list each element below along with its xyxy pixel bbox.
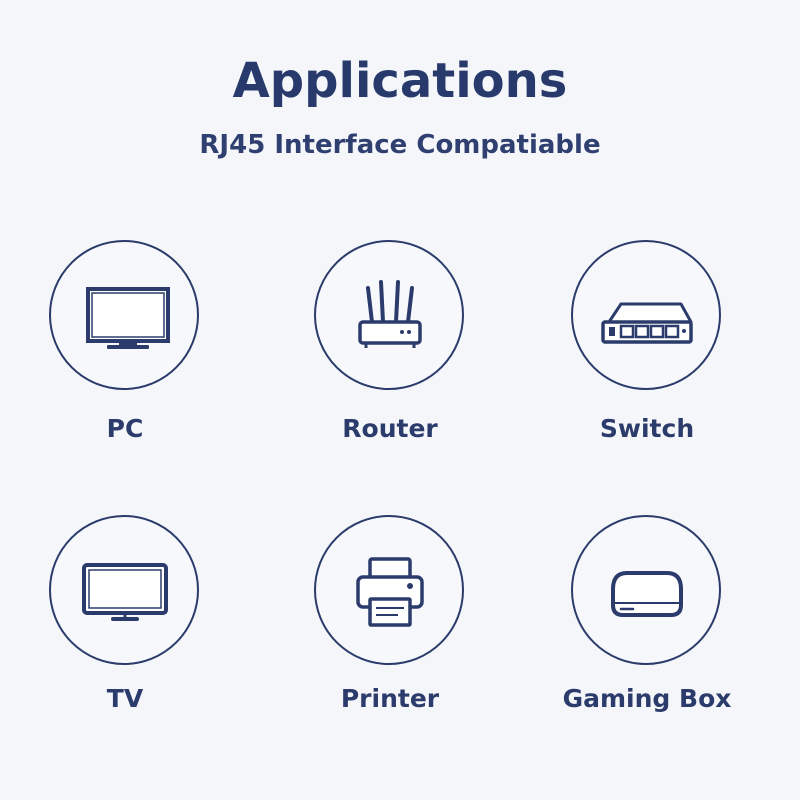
application-label: Gaming Box xyxy=(562,684,732,713)
router-icon xyxy=(358,280,422,348)
application-item-router: Router xyxy=(270,240,510,460)
application-label: PC xyxy=(106,414,144,443)
monitor-icon xyxy=(86,287,170,349)
application-item-tv: TV xyxy=(5,515,245,735)
gaming-box-icon xyxy=(611,571,683,617)
icon-circle xyxy=(49,240,199,390)
application-label: Switch xyxy=(599,414,695,443)
network-switch-icon xyxy=(601,302,693,344)
icon-circle xyxy=(314,515,464,665)
application-item-printer: Printer xyxy=(270,515,510,735)
printer-icon xyxy=(356,557,424,627)
application-label: Printer xyxy=(340,684,440,713)
application-item-gaming-box: Gaming Box xyxy=(527,515,767,735)
application-label: TV xyxy=(106,684,144,713)
application-label: Router xyxy=(342,414,438,443)
application-item-pc: PC xyxy=(5,240,245,460)
icon-circle xyxy=(571,240,721,390)
page-subtitle: RJ45 Interface Compatiable xyxy=(199,130,601,160)
icon-circle xyxy=(314,240,464,390)
page-title: Applications xyxy=(232,53,568,109)
application-item-switch: Switch xyxy=(527,240,767,460)
icon-circle xyxy=(571,515,721,665)
tv-icon xyxy=(82,563,168,621)
icon-circle xyxy=(49,515,199,665)
